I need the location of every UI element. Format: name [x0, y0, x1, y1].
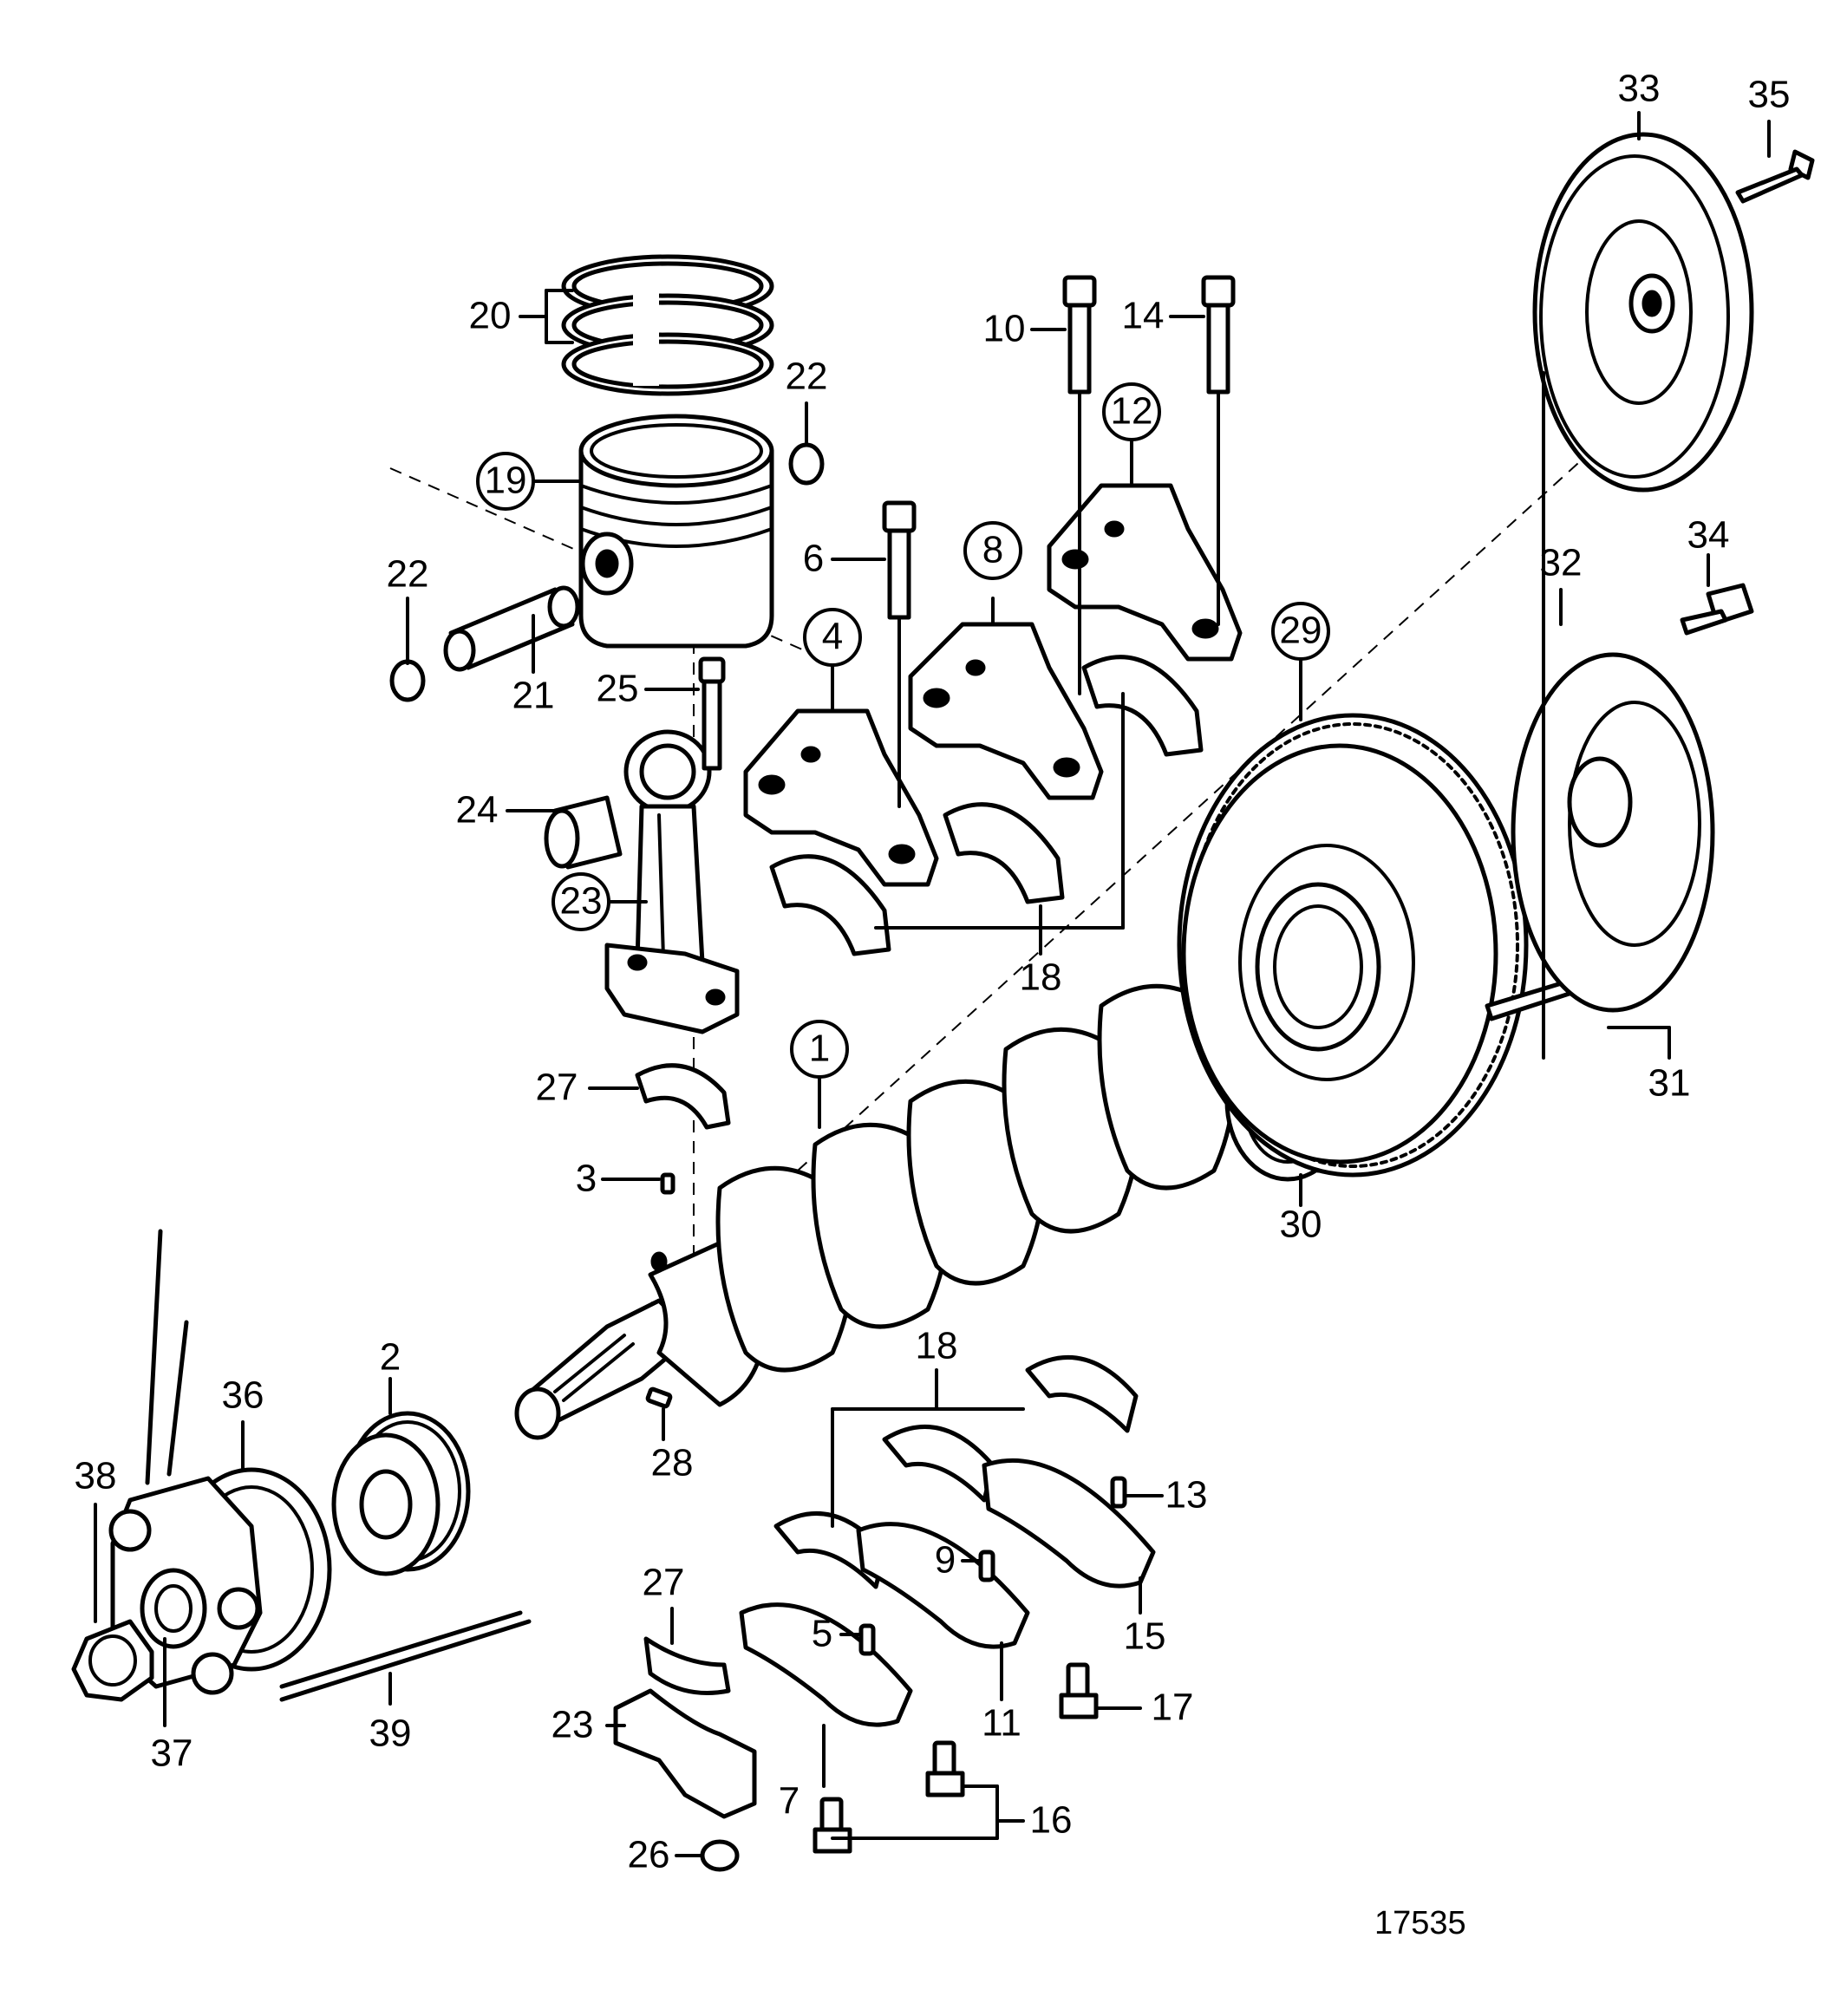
label-17: 17	[1152, 1687, 1194, 1729]
flywheel	[1177, 713, 1529, 1178]
label-4: 4	[822, 616, 843, 658]
figure-number: 17535	[1374, 1905, 1466, 1941]
label-3: 3	[576, 1158, 597, 1200]
label-14: 14	[1122, 295, 1165, 337]
label-38: 38	[75, 1455, 117, 1497]
label-27-upper: 27	[536, 1067, 578, 1109]
label-25: 25	[597, 668, 639, 710]
piston-pin	[443, 585, 580, 672]
label-39: 39	[369, 1713, 412, 1755]
label-29: 29	[1280, 610, 1322, 652]
label-19: 19	[485, 460, 527, 502]
label-24: 24	[456, 789, 499, 832]
main-bearing-cap-7	[739, 1602, 913, 1727]
label-12: 12	[1111, 390, 1153, 433]
pulley-hub	[108, 1467, 332, 1695]
label-20: 20	[469, 295, 512, 337]
main-bearing-cap-8	[908, 622, 1104, 800]
label-8: 8	[982, 529, 1003, 571]
crankshaft-gear	[331, 1411, 471, 1576]
label-7: 7	[779, 1780, 800, 1823]
label-26: 26	[628, 1834, 670, 1876]
cap-bolts-lower	[813, 1662, 1099, 1854]
leader-lines	[94, 111, 1771, 1857]
callout-circles	[476, 382, 1330, 1079]
label-33: 33	[1618, 68, 1661, 110]
label-23-lower: 23	[552, 1704, 594, 1746]
label-16: 16	[1030, 1799, 1073, 1842]
label-31: 31	[1648, 1062, 1691, 1105]
label-9: 9	[935, 1539, 956, 1582]
label-27-lower: 27	[643, 1562, 685, 1604]
label-23-upper: 23	[560, 880, 603, 923]
main-bearing-shells-upper	[769, 655, 1204, 956]
main-bearing-cap-12	[1047, 483, 1243, 662]
crankshaft-nut	[71, 1619, 154, 1702]
label-22-lower: 22	[387, 553, 429, 596]
label-22-upper: 22	[786, 356, 828, 398]
connecting-rod	[604, 729, 740, 1034]
main-bearing-cap-4	[743, 708, 939, 887]
bolt-10	[1062, 275, 1097, 695]
circlips	[389, 442, 825, 702]
label-10: 10	[983, 308, 1026, 350]
small-end-bush	[544, 795, 623, 870]
drive-plate	[1532, 132, 1754, 493]
label-18-upper: 18	[1020, 956, 1062, 999]
flex-plate	[1511, 652, 1715, 1013]
label-18-lower: 18	[916, 1325, 958, 1367]
conrod-cap-lower	[613, 1688, 757, 1819]
label-28: 28	[651, 1442, 694, 1484]
bolt-14	[1201, 275, 1236, 626]
label-21: 21	[512, 675, 555, 717]
label-34: 34	[1687, 514, 1730, 557]
label-11: 11	[982, 1702, 1021, 1745]
conrod-bearing-shell-lower	[643, 1636, 731, 1695]
key-28	[645, 1386, 673, 1409]
label-2: 2	[380, 1336, 401, 1379]
pin-3	[660, 1172, 676, 1195]
conrod-bolt	[698, 656, 726, 771]
label-37: 37	[151, 1732, 193, 1775]
piston-rings	[561, 254, 774, 396]
label-13: 13	[1165, 1474, 1208, 1517]
drive-belt	[145, 1229, 532, 1702]
label-30: 30	[1280, 1204, 1322, 1246]
label-36: 36	[222, 1374, 264, 1417]
label-35: 35	[1748, 74, 1791, 116]
piston	[578, 414, 774, 649]
part-labels: 1 2 3 4 5 6 7 8 9 10 11 12 13 14 15 16 1…	[75, 68, 1791, 1876]
main-bearing-cap-15	[982, 1458, 1156, 1589]
main-bearing-cap-11	[856, 1522, 1030, 1649]
label-15: 15	[1124, 1615, 1166, 1658]
bolt-34	[1680, 583, 1754, 636]
bolt-35	[1735, 149, 1815, 204]
conrod-nut	[700, 1839, 740, 1872]
conrod-bearing-shell-upper	[635, 1063, 731, 1130]
label-1: 1	[809, 1028, 830, 1070]
label-5: 5	[812, 1613, 832, 1655]
bolt-6	[882, 500, 917, 808]
dowel-pins	[858, 1476, 1127, 1656]
label-6: 6	[803, 538, 824, 580]
label-32: 32	[1540, 542, 1583, 584]
